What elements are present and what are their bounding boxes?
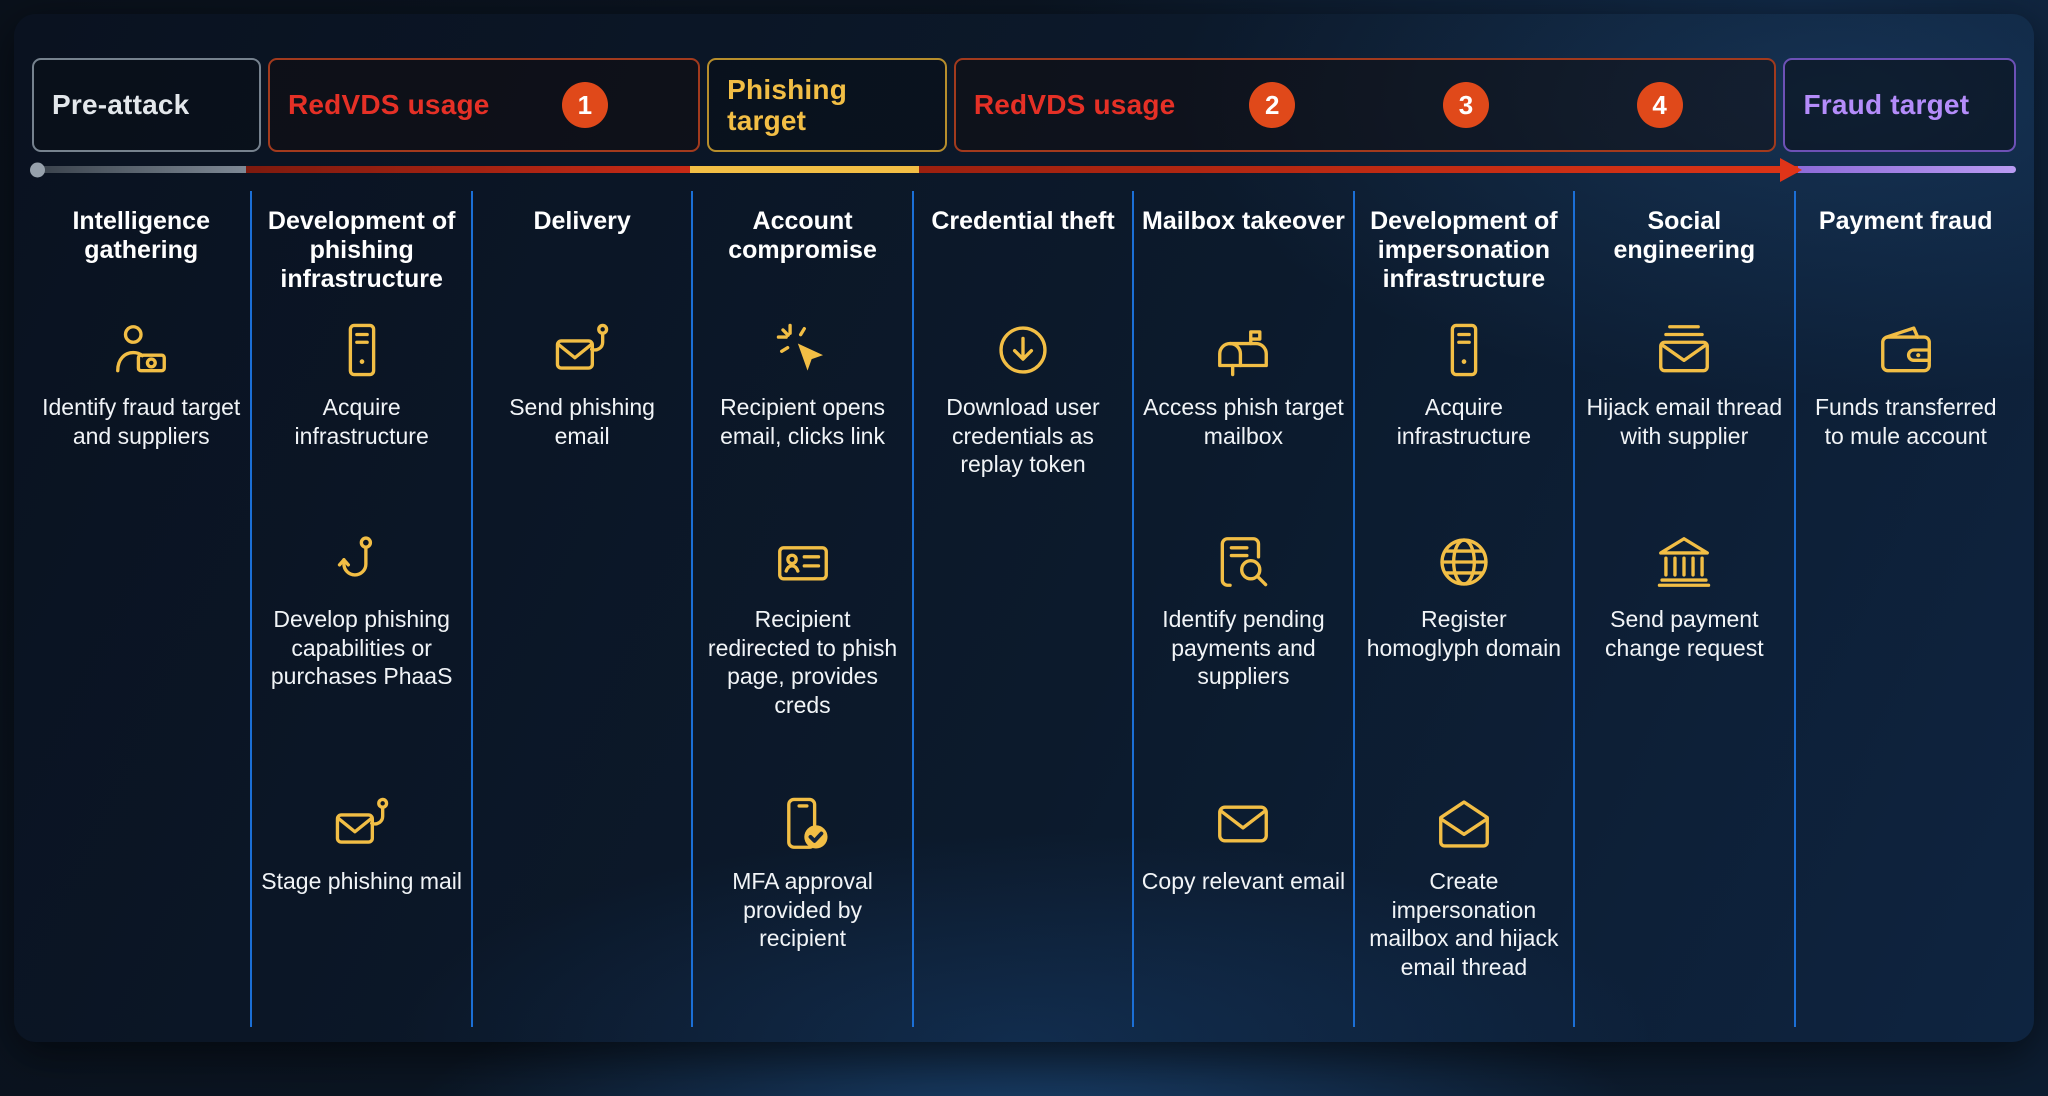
step-item: Send payment change request <box>1582 521 1786 662</box>
person-money-icon <box>110 319 172 381</box>
phase-box-redvds-2: RedVDS usage 2 3 4 <box>953 58 1777 152</box>
server-icon <box>1433 319 1495 381</box>
step-label: Hijack email thread with supplier <box>1586 394 1783 449</box>
phase-label: RedVDS usage <box>287 89 490 121</box>
step-label: Register homoglyph domain <box>1366 606 1562 661</box>
step-label: Recipient redirected to phish page, prov… <box>707 606 898 718</box>
stage-column-header: Development of phishing infrastructure <box>267 207 456 293</box>
step-label: Copy relevant email <box>1141 868 1346 894</box>
step-badge-4: 4 <box>1636 82 1683 128</box>
step-item: Stage phishing mail <box>261 783 462 896</box>
mail-hook-icon <box>551 319 613 381</box>
step-item: Create impersonation mailbox and hijack … <box>1362 783 1566 981</box>
step-item: Register homoglyph domain <box>1362 521 1566 662</box>
step-item: Access phish target mailbox <box>1141 309 1345 450</box>
envelope-icon <box>1212 793 1274 855</box>
step-item: Funds transferred to mule account <box>1804 309 2008 450</box>
step-item: Copy relevant email <box>1142 783 1345 896</box>
step-label: Stage phishing mail <box>261 868 463 894</box>
mail-stack-icon <box>1653 319 1715 381</box>
mail-hook-icon <box>331 793 393 855</box>
stage-column-header: Intelligence gathering <box>72 207 210 264</box>
doc-search-icon <box>1212 531 1274 593</box>
step-item: Recipient opens email, clicks link <box>701 309 905 450</box>
step-label: MFA approval provided by recipient <box>732 868 873 952</box>
id-card-icon <box>772 531 834 593</box>
step-label: Funds transferred to mule account <box>1815 394 1997 449</box>
phase-box-redvds-1: RedVDS usage 1 <box>267 58 701 152</box>
cursor-click-icon <box>772 319 834 381</box>
step-label: Download user credentials as replay toke… <box>946 394 1100 478</box>
step-label: Acquire infrastructure <box>294 394 429 449</box>
step-item: Recipient redirected to phish page, prov… <box>701 521 905 719</box>
step-label: Send payment change request <box>1605 606 1764 661</box>
step-item: Acquire infrastructure <box>260 309 464 450</box>
stage-column-header: Development of impersonation infrastruct… <box>1370 207 1558 293</box>
stage-column-7: Development of impersonation infrastruct… <box>1355 191 1576 1027</box>
download-icon <box>992 319 1054 381</box>
step-item: Hijack email thread with supplier <box>1582 309 1786 450</box>
timeline <box>32 166 2016 173</box>
mailbox-icon <box>1212 319 1274 381</box>
phone-check-icon <box>772 793 834 855</box>
hook-icon <box>331 531 393 593</box>
phase-label: Pre-attack <box>52 89 190 121</box>
step-item: Identify fraud target and suppliers <box>39 309 243 450</box>
step-label: Access phish target mailbox <box>1143 394 1344 449</box>
stage-column-header: Mailbox takeover <box>1142 207 1345 235</box>
timeline-segment-phishing-target <box>689 166 919 173</box>
timeline-segment-fraud-target <box>1798 166 2016 173</box>
step-label: Identify fraud target and suppliers <box>42 394 241 449</box>
step-item: Download user credentials as replay toke… <box>921 309 1125 479</box>
step-label: Create impersonation mailbox and hijack … <box>1369 868 1559 980</box>
step-item: Acquire infrastructure <box>1362 309 1566 450</box>
timeline-segment-redvds-1 <box>245 166 690 173</box>
phase-box-fraud-target: Fraud target <box>1783 58 2016 152</box>
phase-label: Phishing target <box>727 73 847 136</box>
step-label: Acquire infrastructure <box>1396 394 1531 449</box>
stage-column-header: Credential theft <box>931 207 1115 235</box>
timeline-segment-pre-attack <box>32 166 246 173</box>
phase-row: Pre-attack RedVDS usage 1 Phishing target Re… <box>32 58 2016 152</box>
step-label: Identify pending payments and suppliers <box>1162 606 1325 690</box>
step-label: Recipient opens email, clicks link <box>720 394 886 449</box>
wallet-icon <box>1875 319 1937 381</box>
phase-label: Fraud target <box>1803 89 1970 121</box>
step-item: Develop phishing capabilities or purchas… <box>260 521 464 691</box>
stage-column-header: Delivery <box>533 207 631 235</box>
phase-box-pre-attack: Pre-attack <box>32 58 261 152</box>
stage-column-header: Social engineering <box>1613 207 1756 264</box>
step-badge-2: 2 <box>1249 82 1296 128</box>
badge-area: 1 <box>490 82 681 128</box>
step-label: Send phishing email <box>509 394 655 449</box>
step-badge-3: 3 <box>1442 82 1489 128</box>
phase-label: RedVDS usage <box>973 89 1176 121</box>
envelope-open-icon <box>1433 793 1495 855</box>
stage-column-header: Account compromise <box>728 207 877 264</box>
server-icon <box>331 319 393 381</box>
phase-box-phishing-target: Phishing target <box>707 58 947 152</box>
step-label: Develop phishing capabilities or purchas… <box>270 606 453 690</box>
stage-column-header: Payment fraud <box>1818 207 1993 235</box>
step-item: MFA approval provided by recipient <box>701 783 905 953</box>
step-item: Send phishing email <box>480 309 684 450</box>
step-badge-1: 1 <box>561 82 608 128</box>
step-item: Identify pending payments and suppliers <box>1141 521 1345 691</box>
bank-icon <box>1653 531 1715 593</box>
badge-area: 2 3 4 <box>1175 82 1756 128</box>
timeline-segment-redvds-2 <box>918 166 1799 173</box>
globe-icon <box>1433 531 1495 593</box>
